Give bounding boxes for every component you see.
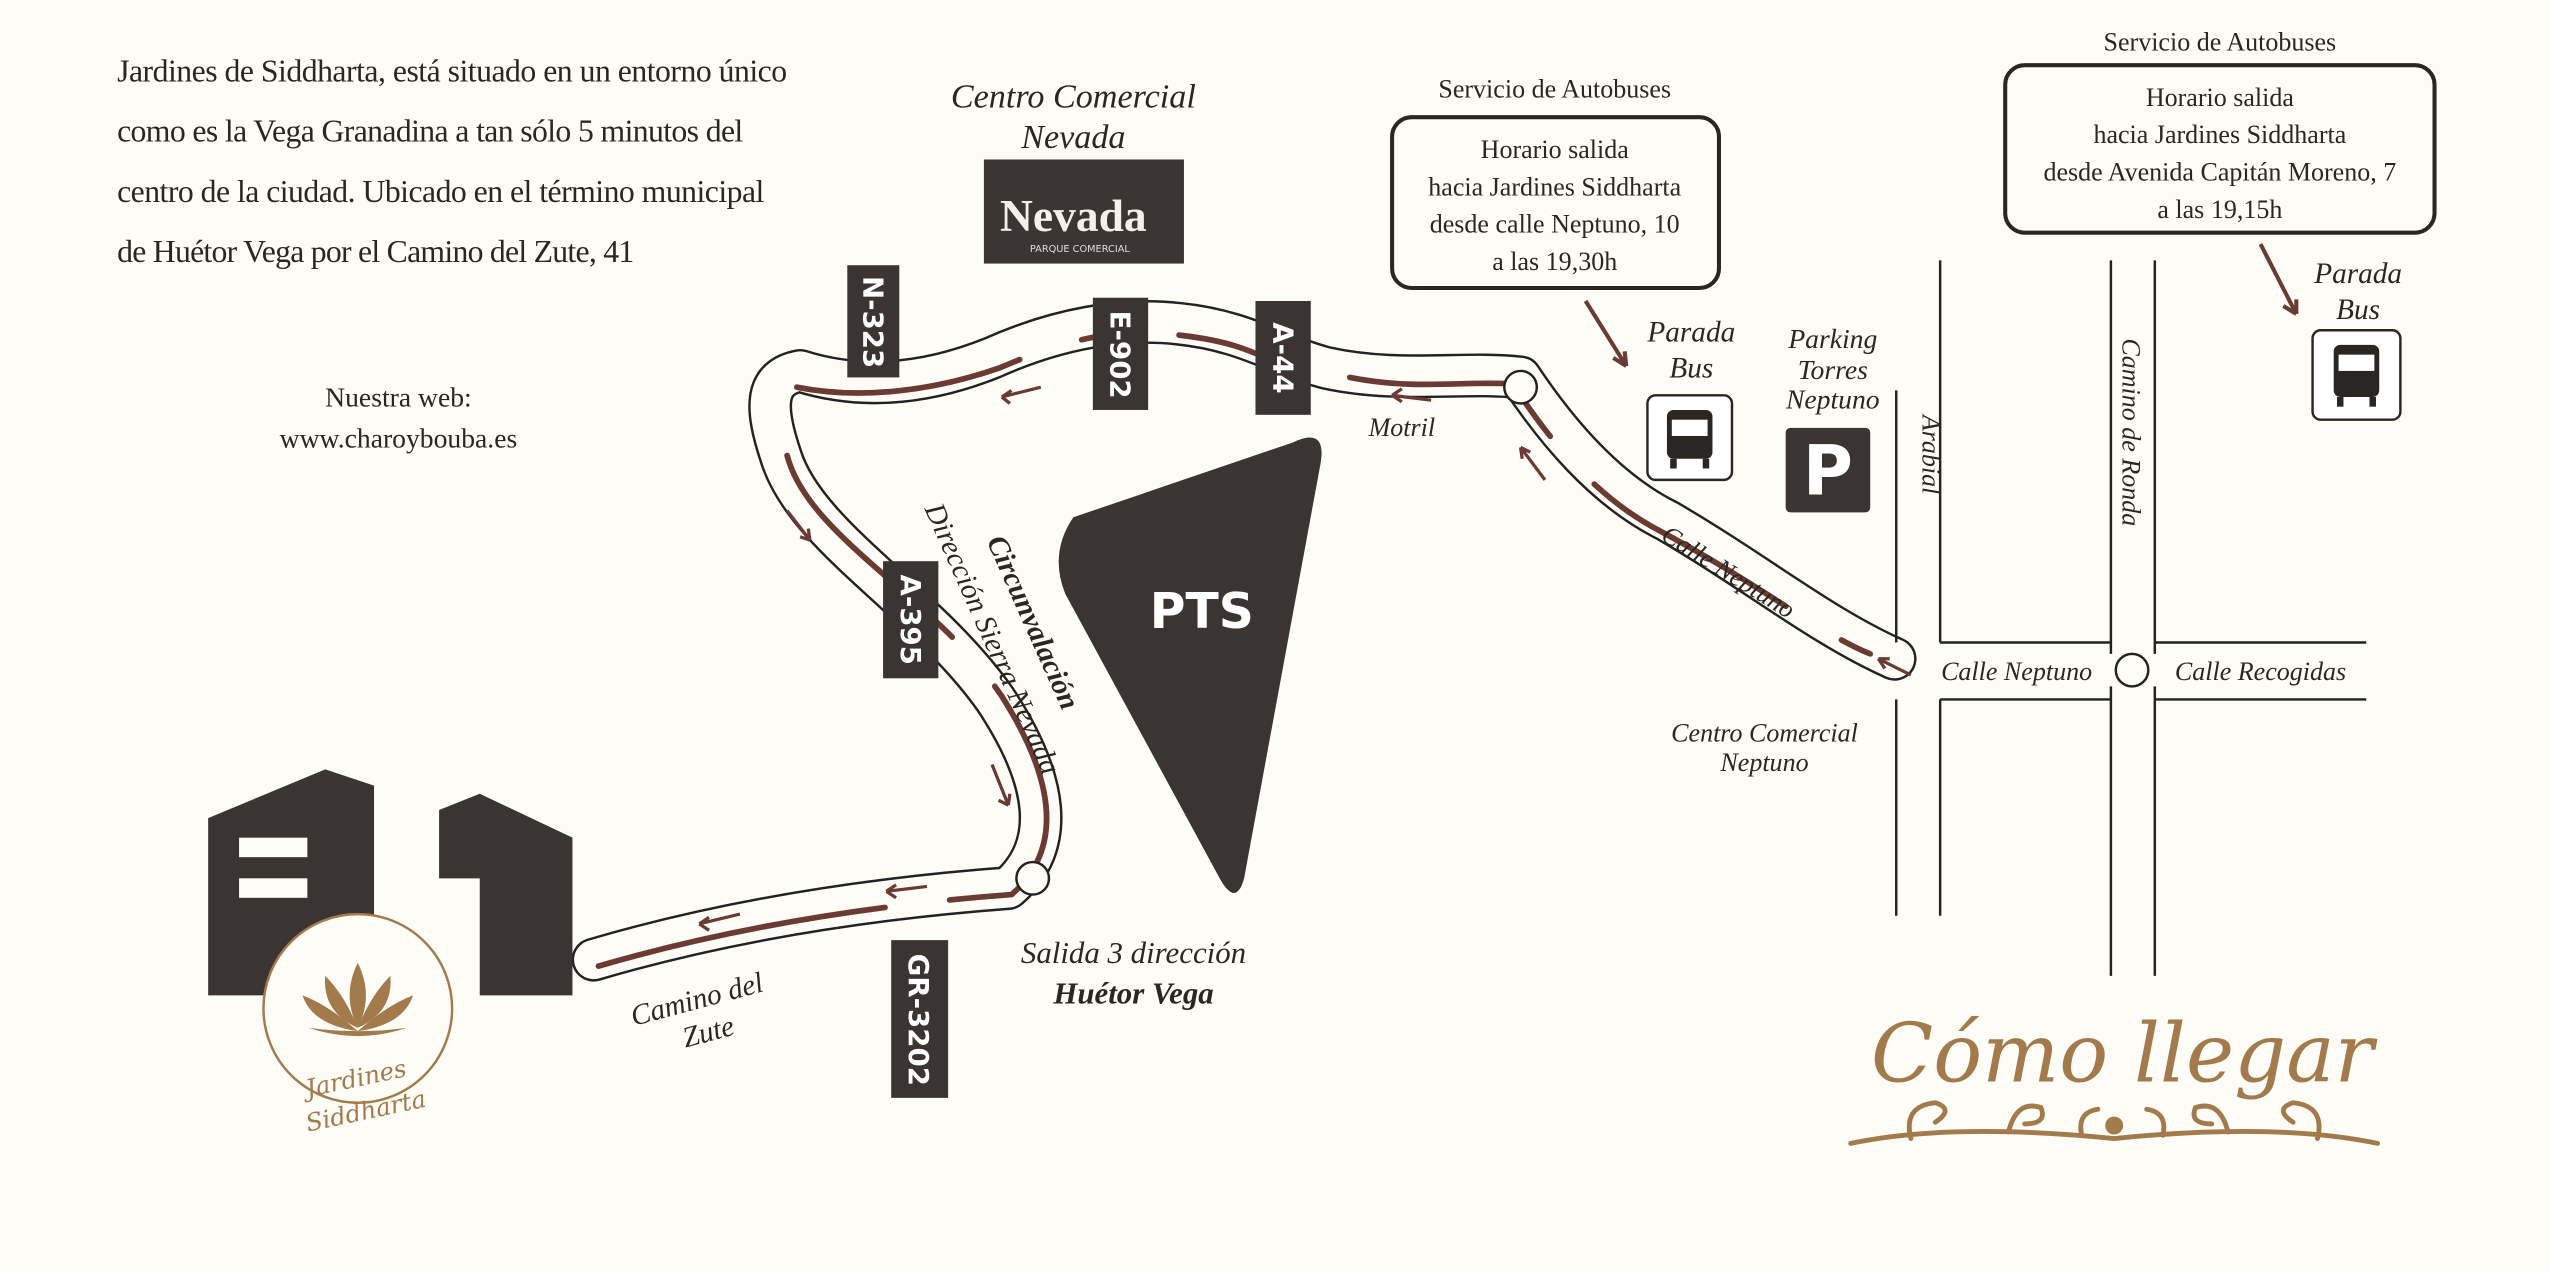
bus-service-title: Servicio de Autobuses bbox=[2104, 28, 2337, 57]
mall-nevada-title: Nevada bbox=[1020, 119, 1125, 156]
schedule-line: desde Avenida Capitán Moreno, 7 bbox=[2043, 158, 2396, 187]
schedule-line: desde calle Neptuno, 10 bbox=[1430, 210, 1680, 239]
bus-service-2: Servicio de Autobuses Horario salida hac… bbox=[2003, 28, 2437, 421]
parking-label: Torres bbox=[1798, 354, 1868, 385]
schedule-line: Horario salida bbox=[1481, 135, 1630, 164]
web-link[interactable]: www.charoybouba.es bbox=[280, 422, 518, 453]
arrow-icon bbox=[1583, 299, 1629, 368]
exit-label: Huétor Vega bbox=[1052, 976, 1213, 1011]
schedule-line: a las 19,30h bbox=[1492, 247, 1617, 276]
nevada-logo-subtitle: PARQUE COMERCIAL bbox=[1030, 244, 1130, 255]
calle-neptuno-street-label: Calle Neptuno bbox=[1941, 657, 2092, 686]
road-sign-n323: N-323 bbox=[847, 265, 900, 378]
camino-ronda-label: Camino de Ronda bbox=[2116, 338, 2145, 526]
page-heading: Cómo llegar bbox=[1871, 1008, 2378, 1102]
parking-icon-letter: P bbox=[1803, 433, 1853, 512]
road-sign-e902: E-902 bbox=[1092, 297, 1149, 410]
schedule-line: hacia Jardines Siddharta bbox=[2093, 120, 2346, 149]
bus-icon bbox=[1646, 394, 1734, 482]
road-sign-label: GR-3202 bbox=[902, 954, 935, 1086]
arrow-icon bbox=[2258, 243, 2299, 316]
pts-label: PTS bbox=[1150, 583, 1254, 640]
parking-label: Parking bbox=[1787, 323, 1877, 354]
main-road bbox=[571, 300, 1917, 982]
schedule-line: Horario salida bbox=[2146, 83, 2295, 112]
bus-stop-label: Parada bbox=[1646, 317, 1735, 349]
nevada-logo: Nevada PARQUE COMERCIAL bbox=[983, 159, 1184, 264]
parking-icon bbox=[1785, 427, 1871, 513]
bus-icon bbox=[2311, 329, 2402, 421]
intro-line: Jardines de Siddharta, está situado en u… bbox=[117, 53, 787, 88]
nevada-logo-text: Nevada bbox=[1000, 190, 1147, 241]
exit-label: Salida 3 dirección bbox=[1021, 935, 1246, 970]
pts-area: PTS bbox=[1058, 437, 1322, 893]
arabial-label: Arabial bbox=[1916, 413, 1945, 495]
jardines-siddharta-logo: Jardines Siddharta bbox=[208, 769, 573, 1138]
roundabout bbox=[1015, 860, 1051, 896]
bus-service-1: Servicio de Autobuses Horario salida hac… bbox=[1390, 75, 1735, 482]
bus-stop-label: Parada bbox=[2313, 258, 2402, 290]
intro-line: de Huétor Vega por el Camino del Zute, 4… bbox=[117, 234, 634, 269]
road-sign-label: A-44 bbox=[1266, 322, 1299, 393]
lotus-icon bbox=[302, 962, 414, 1037]
intro-paragraph: Jardines de Siddharta, está situado en u… bbox=[117, 53, 787, 269]
road-sign-label: A-395 bbox=[894, 574, 927, 665]
motril-label: Motril bbox=[1368, 413, 1435, 442]
parking: Parking Torres Neptuno P bbox=[1785, 323, 1880, 513]
mall-nevada-title: Centro Comercial bbox=[951, 78, 1196, 115]
bus-stop-label: Bus bbox=[1669, 352, 1713, 384]
road-sign-label: N-323 bbox=[857, 276, 890, 368]
roundabout bbox=[1503, 369, 1539, 405]
schedule-line: hacia Jardines Siddharta bbox=[1428, 172, 1681, 201]
road-sign-a395: A-395 bbox=[883, 561, 939, 679]
cc-neptuno-label: Centro Comercial bbox=[1671, 719, 1858, 748]
web-label: Nuestra web: bbox=[325, 382, 472, 413]
street-grid bbox=[1895, 260, 2367, 976]
road-sign-a44: A-44 bbox=[1255, 300, 1311, 415]
calle-recogidas-label: Calle Recogidas bbox=[2175, 657, 2346, 686]
road-sign-gr3202: GR-3202 bbox=[891, 940, 949, 1098]
parking-label: Neptuno bbox=[1785, 383, 1880, 414]
cc-neptuno-label: Neptuno bbox=[1719, 748, 1808, 777]
flourish-ornament bbox=[1848, 1100, 2381, 1146]
road-sign-label: E-902 bbox=[1104, 311, 1137, 399]
bus-service-title: Servicio de Autobuses bbox=[1438, 75, 1671, 104]
intro-line: como es la Vega Granadina a tan sólo 5 m… bbox=[117, 114, 743, 149]
bus-stop-label: Bus bbox=[2336, 294, 2380, 326]
schedule-line: a las 19,15h bbox=[2157, 195, 2282, 224]
intro-line: centro de la ciudad. Ubicado en el térmi… bbox=[117, 174, 764, 209]
direction-arrows bbox=[698, 385, 1912, 932]
